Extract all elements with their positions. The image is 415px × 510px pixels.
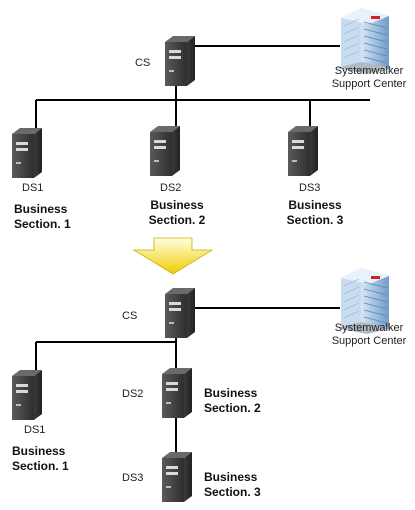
bottom-business-section-1: Business Section. 1 <box>12 444 69 474</box>
top-ds3-server-icon <box>288 126 318 176</box>
bottom-ds3-server-icon <box>162 452 192 502</box>
bottom-section-1-line2: Section. 1 <box>12 459 69 473</box>
top-support-center-line2: Support Center <box>331 78 407 90</box>
top-ds3-label: DS3 <box>299 182 321 194</box>
top-section-1-line2: Section. 1 <box>14 217 71 231</box>
bottom-connections <box>35 307 340 456</box>
bottom-section-2-line1: Business <box>204 386 258 400</box>
top-ds2-label: DS2 <box>160 182 182 194</box>
top-section-1-line1: Business <box>14 202 68 216</box>
bottom-section-2-line2: Section. 2 <box>204 401 261 415</box>
top-section-2-line2: Section. 2 <box>148 213 206 227</box>
top-section-3-line2: Section. 3 <box>286 213 344 227</box>
top-ds1-label: DS1 <box>22 182 44 194</box>
bottom-ds1-label: DS1 <box>24 424 46 436</box>
bottom-support-center-line2: Support Center <box>331 335 407 347</box>
bottom-ds3-label: DS3 <box>122 472 144 484</box>
bottom-support-center-line1: Systemwalker <box>334 322 404 334</box>
bottom-ds1-server-icon <box>12 370 42 420</box>
top-business-section-2: Business Section. 2 <box>140 198 214 228</box>
top-cs-server-icon <box>165 36 195 86</box>
top-section-3-line1: Business <box>288 198 342 212</box>
top-connections <box>35 45 370 128</box>
bottom-cs-label: CS <box>122 310 138 322</box>
bottom-support-center-label: Systemwalker Support Center <box>326 322 412 348</box>
top-business-section-1: Business Section. 1 <box>14 202 71 232</box>
top-support-center-line1: Systemwalker <box>334 65 404 77</box>
top-section-2-line1: Business <box>150 198 204 212</box>
bottom-business-section-2: Business Section. 2 <box>204 386 261 416</box>
bottom-cs-server-icon <box>165 288 195 338</box>
bottom-ds2-label: DS2 <box>122 388 144 400</box>
bottom-section-3-line1: Business <box>204 470 258 484</box>
top-cs-label: CS <box>135 57 151 69</box>
bottom-section-1-line1: Business <box>12 444 66 458</box>
transition-arrow-icon <box>132 237 214 275</box>
top-support-center-label: Systemwalker Support Center <box>326 65 412 91</box>
bottom-ds2-server-icon <box>162 368 192 418</box>
top-ds1-server-icon <box>12 128 42 178</box>
top-ds2-server-icon <box>150 126 180 176</box>
bottom-section-3-line2: Section. 3 <box>204 485 261 499</box>
top-business-section-3: Business Section. 3 <box>278 198 352 228</box>
bottom-business-section-3: Business Section. 3 <box>204 470 261 500</box>
